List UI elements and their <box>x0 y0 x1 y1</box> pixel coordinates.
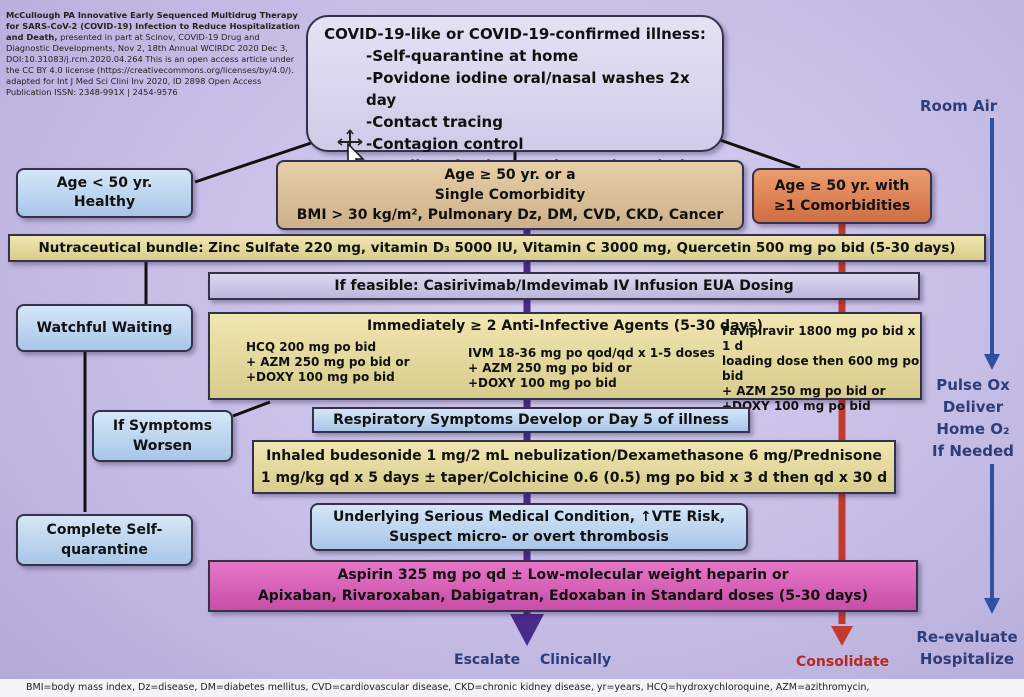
citation-title: McCullough PA Innovative Early Sequenced… <box>6 10 300 42</box>
initial-illness-title: COVID-19-like or COVID-19-confirmed illn… <box>324 25 706 43</box>
regimen-line: +DOXY 100 mg po bid <box>722 399 871 413</box>
symptoms-worsen-line2: Worsen <box>132 438 193 454</box>
regimen-line: HCQ 200 mg po bid <box>246 340 377 354</box>
regimen-line: loading dose then 600 mg po bid <box>722 354 920 383</box>
regimen-line: + AZM 250 mg po bid or <box>722 384 886 398</box>
underlying-line2: Suspect micro- or overt thrombosis <box>389 529 669 545</box>
anticoagulation-box: Aspirin 325 mg po qd ± Low-molecular wei… <box>208 560 918 612</box>
measure-item: Contagion control <box>366 133 710 155</box>
citation-block: McCullough PA Innovative Early Sequenced… <box>6 10 306 98</box>
complete-self-line2: quarantine <box>61 542 148 558</box>
symptoms-worsen-line1: If Symptoms <box>112 418 213 434</box>
age-multi-line1: Age ≥ 50 yr. with <box>774 178 910 194</box>
aspirin-line2: Apixaban, Rivaroxaban, Dabigatran, Edoxa… <box>257 588 869 604</box>
anti-infective-title: Immediately ≥ 2 Anti-Infective Agents (5… <box>367 318 763 334</box>
watchful-waiting-text: Watchful Waiting <box>36 320 173 336</box>
underlying-line1: Underlying Serious Medical Condition, ↑V… <box>332 509 726 525</box>
abbreviations-footer: BMI=body mass index, Dz=disease, DM=diab… <box>0 679 1024 697</box>
age-healthy-box: Age < 50 yr. Healthy <box>16 168 193 218</box>
regimen-line: +DOXY 100 mg po bid <box>246 370 395 384</box>
citation-body: presented in part at Scinov, COVID-19 Dr… <box>6 32 295 97</box>
pulse-line: Home O₂ <box>936 420 1010 438</box>
escalate-label: Escalate <box>454 652 521 668</box>
underlying-condition-box: Underlying Serious Medical Condition, ↑V… <box>310 503 748 551</box>
aspirin-line1: Aspirin 325 mg po qd ± Low-molecular wei… <box>337 567 789 583</box>
inhaled-line2: 1 mg/kg qd x 5 days ± taper/Colchicine 0… <box>260 470 888 486</box>
complete-self-quarantine-box: Complete Self- quarantine <box>16 514 193 566</box>
infusion-text: If feasible: Casirivimab/Imdevimab IV In… <box>334 278 794 294</box>
inhaled-steroid-box: Inhaled budesonide 1 mg/2 mL nebulizatio… <box>252 440 896 494</box>
pulse-ox-label: Pulse Ox Deliver Home O₂ If Needed <box>928 374 1018 462</box>
complete-self-line1: Complete Self- <box>46 522 163 538</box>
regimen-line: + AZM 250 mg po bid or <box>246 355 410 369</box>
respiratory-symptoms-box: Respiratory Symptoms Develop or Day 5 of… <box>312 407 750 433</box>
reeval-line: Hospitalize <box>919 650 1015 668</box>
measure-item: Contact tracing <box>366 111 710 133</box>
regimen-line: + AZM 250 mg po bid or <box>468 361 632 375</box>
pulse-line: If Needed <box>932 442 1014 460</box>
inhaled-line1: Inhaled budesonide 1 mg/2 mL nebulizatio… <box>266 448 882 464</box>
regimen-line: IVM 18-36 mg po qod/qd x 1-5 doses <box>468 346 715 360</box>
age-single-line1: Age ≥ 50 yr. or a <box>444 167 576 183</box>
reeval-line: Re-evaluate <box>916 628 1018 646</box>
pulse-line: Deliver <box>942 398 1004 416</box>
center-arrowhead <box>510 614 544 646</box>
consolidate-label: Consolidate <box>796 654 890 670</box>
age-multi-comorbidity-box: Age ≥ 50 yr. with ≥1 Comorbidities <box>752 168 932 224</box>
respiratory-text: Respiratory Symptoms Develop or Day 5 of… <box>333 412 729 428</box>
age-multi-line2: ≥1 Comorbidities <box>773 198 911 214</box>
nutraceutical-bundle-box: Nutraceutical bundle: Zinc Sulfate 220 m… <box>8 234 986 262</box>
ivm-regimen: IVM 18-36 mg po qod/qd x 1-5 doses + AZM… <box>468 346 715 391</box>
initial-illness-box: COVID-19-like or COVID-19-confirmed illn… <box>306 15 724 175</box>
initial-measures-list: Self-quarantine at home Povidone iodine … <box>320 45 710 177</box>
age-healthy-line2: Healthy <box>73 194 136 210</box>
regimen-line: Favipiravir 1800 mg po bid x 1 d <box>722 324 916 353</box>
watchful-waiting-box: Watchful Waiting <box>16 304 193 352</box>
age-single-line3: BMI > 30 kg/m², Pulmonary Dz, DM, CVD, C… <box>296 207 724 223</box>
red-arrowhead <box>831 626 853 646</box>
infusion-box: If feasible: Casirivimab/Imdevimab IV In… <box>208 272 920 300</box>
pulse-line: Pulse Ox <box>936 376 1010 394</box>
measure-item: Self-quarantine at home <box>366 45 710 67</box>
clinically-label: Clinically <box>540 652 612 668</box>
symptoms-worsen-box: If Symptoms Worsen <box>92 410 233 462</box>
anti-infective-box: Immediately ≥ 2 Anti-Infective Agents (5… <box>208 312 922 413</box>
favipiravir-regimen: Favipiravir 1800 mg po bid x 1 d loading… <box>722 324 920 414</box>
age-healthy-line1: Age < 50 yr. <box>56 175 153 191</box>
age-single-comorbidity-box: Age ≥ 50 yr. or a Single Comorbidity BMI… <box>276 160 744 230</box>
nutraceutical-text: Nutraceutical bundle: Zinc Sulfate 220 m… <box>38 240 956 256</box>
room-air-label: Room Air <box>920 97 998 115</box>
age-single-line2: Single Comorbidity <box>434 187 586 203</box>
hcq-regimen: HCQ 200 mg po bid + AZM 250 mg po bid or… <box>246 340 409 385</box>
reevaluate-label: Re-evaluate Hospitalize <box>912 626 1022 670</box>
regimen-line: +DOXY 100 mg po bid <box>468 376 617 390</box>
measure-item: Povidone iodine oral/nasal washes 2x day <box>366 67 710 111</box>
